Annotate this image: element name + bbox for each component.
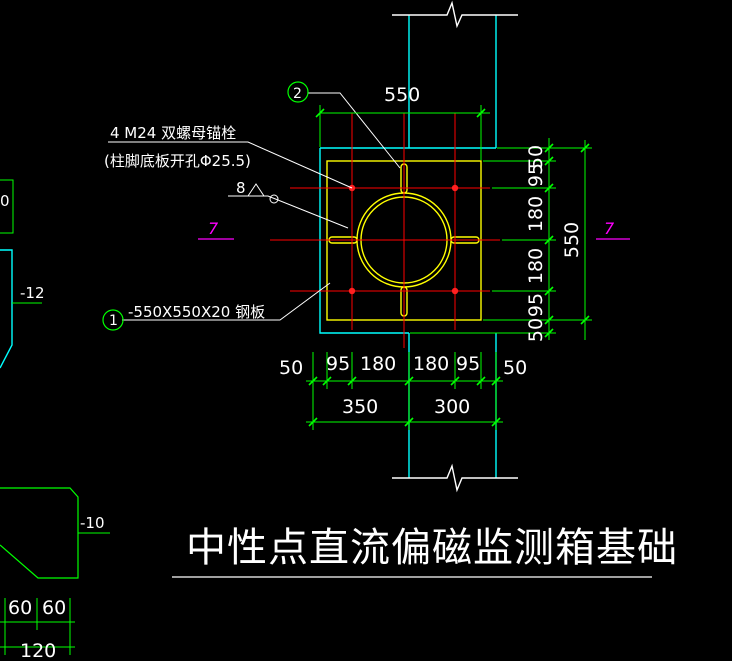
left-mid-label: -12 [20,284,45,302]
anchor-bolt-2 [451,184,459,192]
drawing-title: 中性点直流偏磁监测箱基础 [186,525,678,571]
dim-right-seg-3: 180 [525,196,547,232]
left-lower-label: -10 [80,514,105,532]
plate-note: -550X550X20 钢板 [128,303,265,321]
section-mark-left: 7 [208,219,219,238]
left-partial-detail [0,179,110,655]
anchor-bolts [348,184,459,295]
dim-right-seg-2: 95 [525,163,547,187]
break-lines [392,0,518,493]
anchor-bolt-4 [451,287,459,295]
dim-bottom-seg-4: 180 [413,353,449,375]
left-bottom-a: 60 [8,597,32,619]
anchor-bolt-note-line2: (柱脚底板开孔Φ25.5) [104,152,251,170]
dim-right-seg-5: 95 [525,293,547,317]
weld-all-around-icon [269,194,279,204]
dim-right-seg-1: 50 [525,145,547,169]
dim-bottom-seg-5: 95 [456,353,480,375]
leader-weld [228,195,349,229]
left-top-box [0,179,14,234]
dim-right-seg-4: 180 [525,248,547,284]
weld-size-label: 8 [236,179,246,197]
dim-right-total: 550 [561,222,583,258]
callout-2-number: 2 [293,86,302,102]
dim-bottom-seg-3: 180 [360,353,396,375]
dim-top-total: 550 [384,84,420,106]
column-flange-outline [319,148,409,334]
break-line-bottom [392,463,518,493]
anchor-bolt-note-line1: 4 M24 双螺母锚栓 [110,124,236,142]
leader-callout-1 [122,282,331,321]
left-top-label: 0 [0,192,10,210]
dim-right-seg-6: 50 [525,318,547,342]
dim-bottom-seg-1: 50 [279,357,303,379]
leader-anchor-bolt [108,141,353,189]
callout-1-circle [102,309,124,331]
dim-bottom-total-left: 350 [342,396,378,418]
leaders [108,92,401,321]
left-lower-plate [0,487,79,579]
dim-bottom-seg-2: 95 [326,353,350,375]
weld-symbol [247,183,265,197]
dimension-lines [306,105,592,430]
callout-2-circle [287,81,309,103]
section-mark-right: 7 [604,219,615,238]
dim-bottom-total-right: 300 [434,396,470,418]
break-line-top [392,0,518,29]
left-mid-plate [0,249,13,369]
anchor-bolt-3 [348,287,356,295]
callout-1-number: 1 [109,313,118,329]
dim-bottom-seg-6: 50 [503,357,527,379]
left-bottom-total: 120 [20,640,56,661]
leader-callout-2 [308,92,401,169]
left-bottom-b: 60 [42,597,66,619]
callout-bubbles [102,81,309,331]
dim-ticks [308,108,590,427]
